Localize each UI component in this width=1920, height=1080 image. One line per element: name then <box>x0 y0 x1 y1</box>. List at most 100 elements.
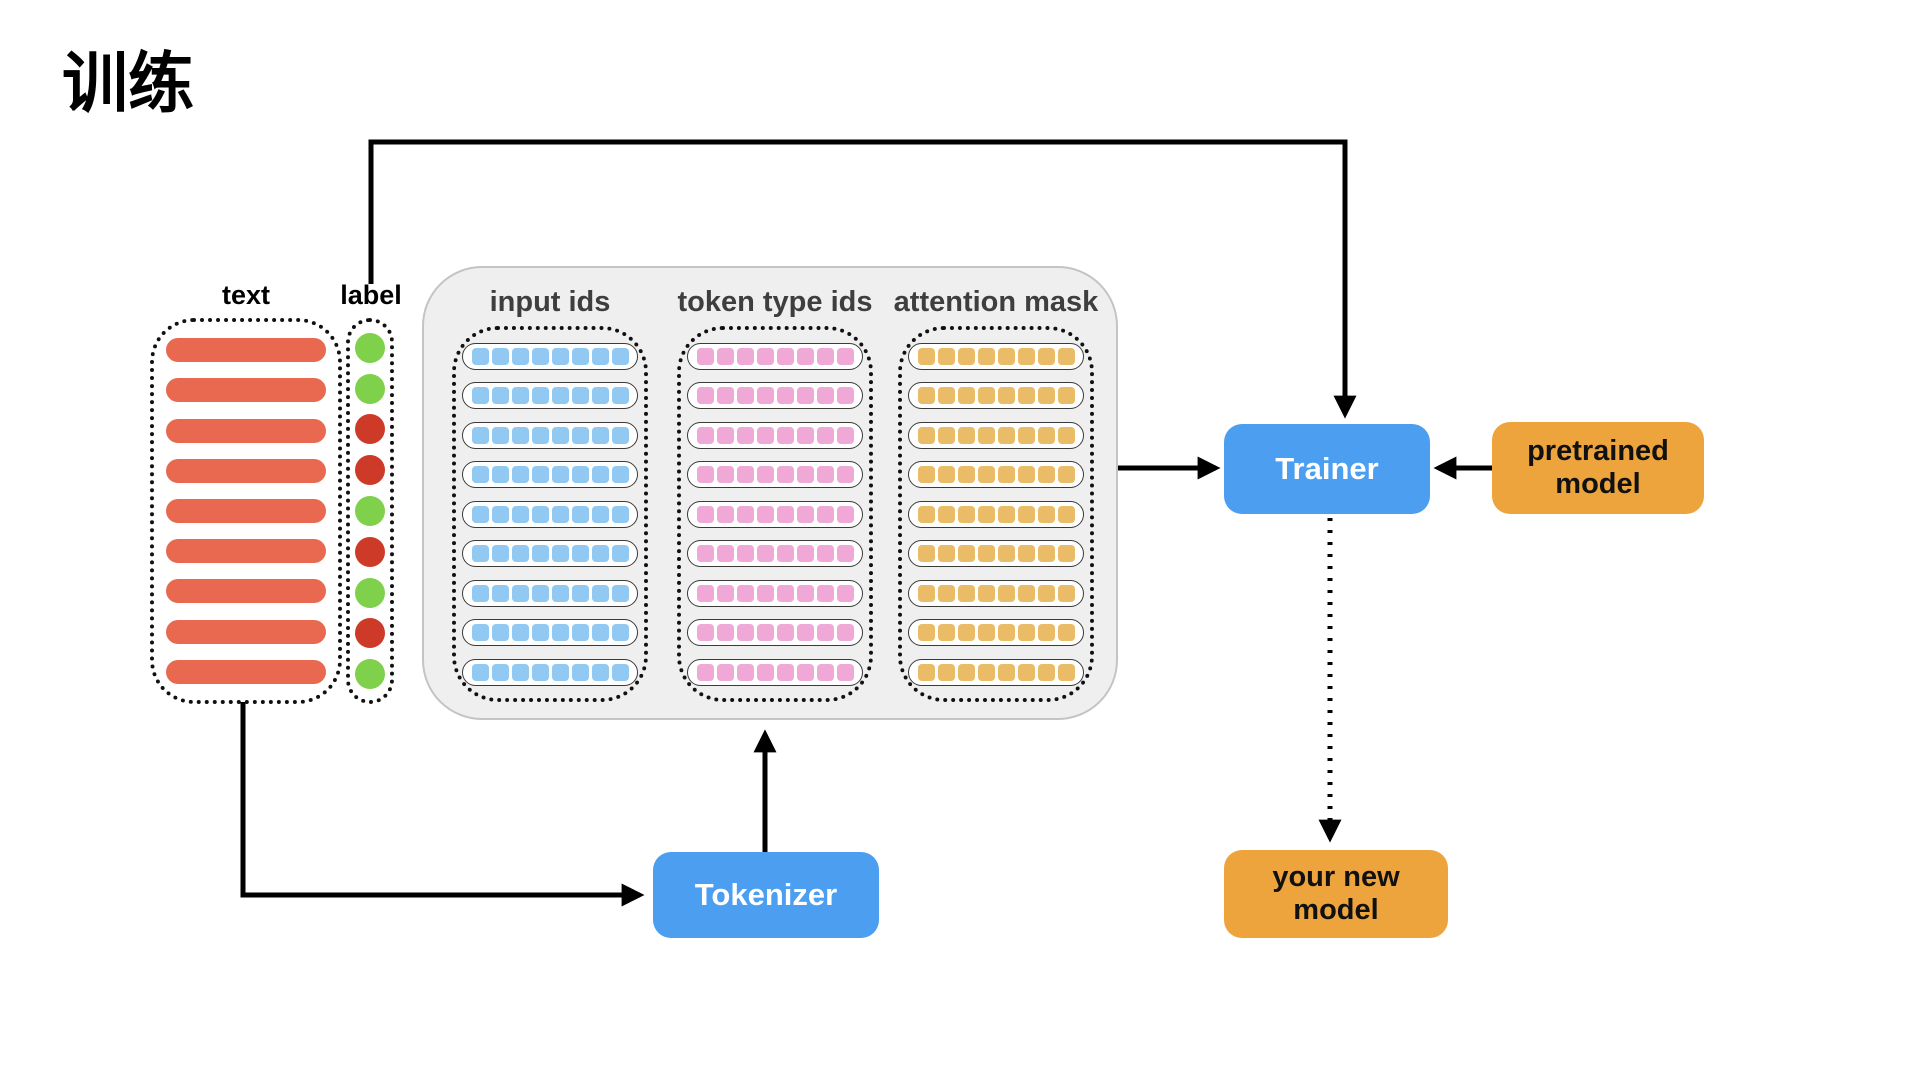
input-ids-token <box>551 387 569 404</box>
attention-mask-token <box>917 426 935 444</box>
attention-mask-token <box>1057 426 1075 444</box>
token-type-ids-token <box>736 663 754 681</box>
input-ids-token <box>471 466 489 483</box>
attention-mask-token <box>997 387 1015 404</box>
attention-mask-token <box>1057 505 1075 523</box>
input-ids-token <box>491 347 509 365</box>
input-ids-header: input ids <box>489 286 611 318</box>
input-ids-token <box>531 545 549 562</box>
batch-container: input ids token type ids attention mask <box>422 266 1118 720</box>
attention-mask-token <box>1037 387 1055 404</box>
attention-mask-row <box>908 540 1084 567</box>
input-ids-token <box>591 347 609 365</box>
attention-mask-token <box>1057 347 1075 365</box>
input-ids-token <box>591 624 609 641</box>
input-ids-token <box>471 387 489 404</box>
attention-mask-token <box>1037 426 1055 444</box>
label-dot-red <box>355 536 385 567</box>
attention-mask-token <box>957 505 975 523</box>
attention-mask-token <box>1037 466 1055 483</box>
attention-mask-token <box>977 466 995 483</box>
token-type-ids-token <box>816 663 834 681</box>
input-ids-row <box>462 540 638 567</box>
attention-mask-token <box>1017 466 1035 483</box>
input-ids-token <box>611 505 629 523</box>
token-type-ids-token <box>756 624 774 641</box>
input-ids-token <box>491 387 509 404</box>
token-type-ids-token <box>716 624 734 641</box>
input-ids-token <box>491 584 509 602</box>
attention-mask-token <box>957 663 975 681</box>
attention-mask-token <box>1057 624 1075 641</box>
token-type-ids-token <box>756 387 774 404</box>
token-type-ids-token <box>756 584 774 602</box>
attention-mask-row <box>908 382 1084 409</box>
token-type-ids-token <box>836 347 854 365</box>
token-type-ids-column: token type ids <box>677 268 873 718</box>
label-dot-green <box>355 332 385 363</box>
input-ids-token <box>511 584 529 602</box>
token-type-ids-token <box>796 387 814 404</box>
input-ids-token <box>511 545 529 562</box>
token-type-ids-token <box>696 347 714 365</box>
token-type-ids-token <box>796 426 814 444</box>
label-column-header: label <box>340 280 402 310</box>
attention-mask-token <box>1057 663 1075 681</box>
input-ids-token <box>531 505 549 523</box>
attention-mask-token <box>1017 347 1035 365</box>
attention-mask-token <box>937 584 955 602</box>
token-type-ids-row <box>687 540 863 567</box>
input-ids-token <box>471 505 489 523</box>
input-ids-token <box>571 466 589 483</box>
token-type-ids-token <box>836 426 854 444</box>
token-type-ids-token <box>756 466 774 483</box>
input-ids-token <box>491 466 509 483</box>
input-ids-token <box>611 624 629 641</box>
attention-mask-row <box>908 342 1084 370</box>
input-ids-row <box>462 382 638 409</box>
token-type-ids-token <box>696 426 714 444</box>
input-ids-token <box>611 387 629 404</box>
input-ids-token <box>491 663 509 681</box>
input-ids-token <box>491 426 509 444</box>
attention-mask-token <box>917 584 935 602</box>
token-type-ids-token <box>736 387 754 404</box>
attention-mask-row <box>908 421 1084 449</box>
attention-mask-token <box>937 505 955 523</box>
token-type-ids-token <box>836 624 854 641</box>
attention-mask-token <box>997 426 1015 444</box>
input-ids-token <box>471 663 489 681</box>
attention-mask-token <box>977 505 995 523</box>
input-ids-token <box>511 466 529 483</box>
token-type-ids-token <box>796 663 814 681</box>
input-ids-token <box>531 347 549 365</box>
attention-mask-token <box>997 505 1015 523</box>
attention-mask-token <box>957 347 975 365</box>
attention-mask-token <box>937 466 955 483</box>
input-ids-token <box>611 466 629 483</box>
text-bar <box>166 378 326 403</box>
page-title: 训练 <box>62 46 194 120</box>
attention-mask-token <box>977 387 995 404</box>
input-ids-token <box>571 584 589 602</box>
attention-mask-token <box>937 545 955 562</box>
token-type-ids-token <box>736 545 754 562</box>
attention-mask-token <box>917 663 935 681</box>
attention-mask-token <box>957 426 975 444</box>
label-dot-green <box>355 577 385 608</box>
input-ids-row <box>462 619 638 646</box>
token-type-ids-token <box>736 426 754 444</box>
token-type-ids-token <box>696 387 714 404</box>
token-type-ids-rows <box>677 326 873 702</box>
attention-mask-token <box>977 624 995 641</box>
token-type-ids-token <box>736 584 754 602</box>
token-type-ids-token <box>716 584 734 602</box>
text-bar <box>166 418 326 443</box>
token-type-ids-token <box>696 505 714 523</box>
token-type-ids-token <box>816 624 834 641</box>
attention-mask-token <box>937 387 955 404</box>
token-type-ids-token <box>716 545 734 562</box>
token-type-ids-token <box>756 505 774 523</box>
input-ids-token <box>591 545 609 562</box>
